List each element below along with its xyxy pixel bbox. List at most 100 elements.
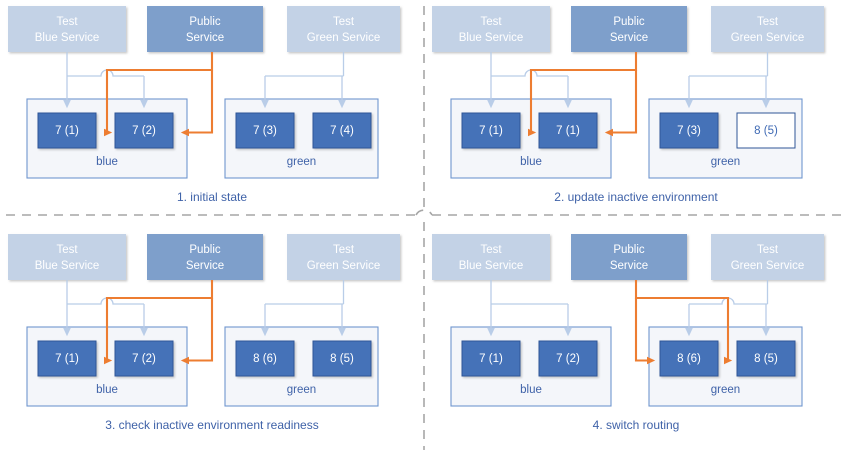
test-green-routing xyxy=(261,280,346,337)
test-blue-service-box[interactable] xyxy=(432,6,550,52)
green-env-instance-2-label: 8 (5) xyxy=(754,125,778,137)
public-service-label-line2: Service xyxy=(610,32,648,44)
green-env-instance-1[interactable] xyxy=(235,340,295,377)
blue-env-instance-1[interactable] xyxy=(37,112,97,149)
green-env-instance-1[interactable] xyxy=(659,112,719,149)
public-routing-to-instance-1 xyxy=(527,52,638,137)
green-env-instance-2[interactable] xyxy=(312,340,372,377)
green-env-instance-1-label: 8 (6) xyxy=(677,353,701,365)
test-green-service-box[interactable] xyxy=(287,6,400,52)
panel-dividers xyxy=(6,6,842,450)
green-env-instance-1-label: 7 (3) xyxy=(253,125,277,137)
green-env-instance-1[interactable] xyxy=(235,112,295,149)
public-routing xyxy=(103,52,214,137)
blue-env-instance-1[interactable] xyxy=(461,340,521,377)
test-blue-service-box[interactable] xyxy=(8,6,126,52)
green-env: 7 (3) 8 (5) green xyxy=(648,98,803,179)
panel-2-caption: 2. update inactive environment xyxy=(554,190,718,204)
test-blue-service-box[interactable] xyxy=(8,234,126,280)
green-env-instance-2[interactable] xyxy=(736,112,796,149)
panel-1-caption: 1. initial state xyxy=(177,190,247,204)
test-green-service-label-line2: Green Service xyxy=(307,260,381,272)
blue-env-instance-2-label: 7 (2) xyxy=(132,125,156,137)
blue-env-instance-1-label: 7 (1) xyxy=(55,353,79,365)
blue-env-name: blue xyxy=(520,384,542,396)
green-env-name: green xyxy=(711,384,740,396)
test-blue-routing xyxy=(63,280,148,337)
public-service-box[interactable] xyxy=(571,6,687,52)
test-green-service-label-line1: Test xyxy=(333,244,355,256)
public-service-label-line2: Service xyxy=(186,32,224,44)
green-env-instance-1-label: 8 (6) xyxy=(253,353,277,365)
green-env-name: green xyxy=(287,384,316,396)
green-env-instance-2[interactable] xyxy=(312,112,372,149)
test-blue-service-box[interactable] xyxy=(432,234,550,280)
panel-3-caption: 3. check inactive environment readiness xyxy=(105,418,318,432)
test-green-service-box[interactable] xyxy=(711,6,824,52)
blue-env-instance-1[interactable] xyxy=(461,112,521,149)
blue-env: 7 (1)7 (2)blue xyxy=(450,326,612,407)
public-service-label-line2: Service xyxy=(186,260,224,272)
test-blue-routing xyxy=(487,280,572,337)
public-routing xyxy=(634,280,732,365)
blue-env-name: blue xyxy=(96,156,118,168)
public-routing-to-instance-2 xyxy=(180,298,214,365)
test-green-routing xyxy=(685,52,770,109)
green-env-instance-1[interactable] xyxy=(659,340,719,377)
test-blue-service-label-line1: Test xyxy=(56,244,78,256)
blue-env-instance-2[interactable] xyxy=(538,112,598,149)
test-blue-service-label-line2: Blue Service xyxy=(459,32,524,44)
public-service-label-line1: Public xyxy=(613,16,645,28)
green-env-instance-1-label: 7 (3) xyxy=(677,125,701,137)
blue-env-instance-2[interactable] xyxy=(538,340,598,377)
public-routing xyxy=(103,280,214,365)
green-env: 8 (6)8 (5)green xyxy=(648,326,803,407)
green-env-name: green xyxy=(287,156,316,168)
blue-env-instance-2-label: 7 (2) xyxy=(132,353,156,365)
blue-env-instance-2[interactable] xyxy=(114,112,174,149)
green-env-name: green xyxy=(711,156,740,168)
public-routing-to-instance-2 xyxy=(180,70,214,137)
test-blue-service-label-line2: Blue Service xyxy=(459,260,524,272)
public-service-label-line1: Public xyxy=(189,16,221,28)
public-service-box[interactable] xyxy=(571,234,687,280)
public-routing-to-instance-2 xyxy=(604,70,638,137)
test-green-service-label-line2: Green Service xyxy=(731,260,805,272)
public-service-label-line1: Public xyxy=(189,244,221,256)
test-blue-service-label-line1: Test xyxy=(56,16,78,28)
test-green-service-label-line2: Green Service xyxy=(307,32,381,44)
blue-env-instance-1[interactable] xyxy=(37,340,97,377)
public-routing-to-instance-1 xyxy=(103,280,214,365)
public-service-box[interactable] xyxy=(147,234,263,280)
public-routing-to-instance-2 xyxy=(634,280,732,365)
blue-env-instance-1-label: 7 (1) xyxy=(479,125,503,137)
test-blue-service-label-line2: Blue Service xyxy=(35,32,100,44)
test-green-service-label-line1: Test xyxy=(757,244,779,256)
green-env-instance-2[interactable] xyxy=(736,340,796,377)
public-service-box[interactable] xyxy=(147,6,263,52)
test-green-service-box[interactable] xyxy=(711,234,824,280)
green-env-instance-2-label: 7 (4) xyxy=(330,125,354,137)
blue-env-instance-2[interactable] xyxy=(114,340,174,377)
test-blue-service-label-line2: Blue Service xyxy=(35,260,100,272)
test-green-service-box[interactable] xyxy=(287,234,400,280)
public-service-label-line1: Public xyxy=(613,244,645,256)
blue-env-instance-2-label: 7 (2) xyxy=(556,353,580,365)
panel-4-caption: 4. switch routing xyxy=(593,418,680,432)
horizontal-divider xyxy=(6,209,842,216)
